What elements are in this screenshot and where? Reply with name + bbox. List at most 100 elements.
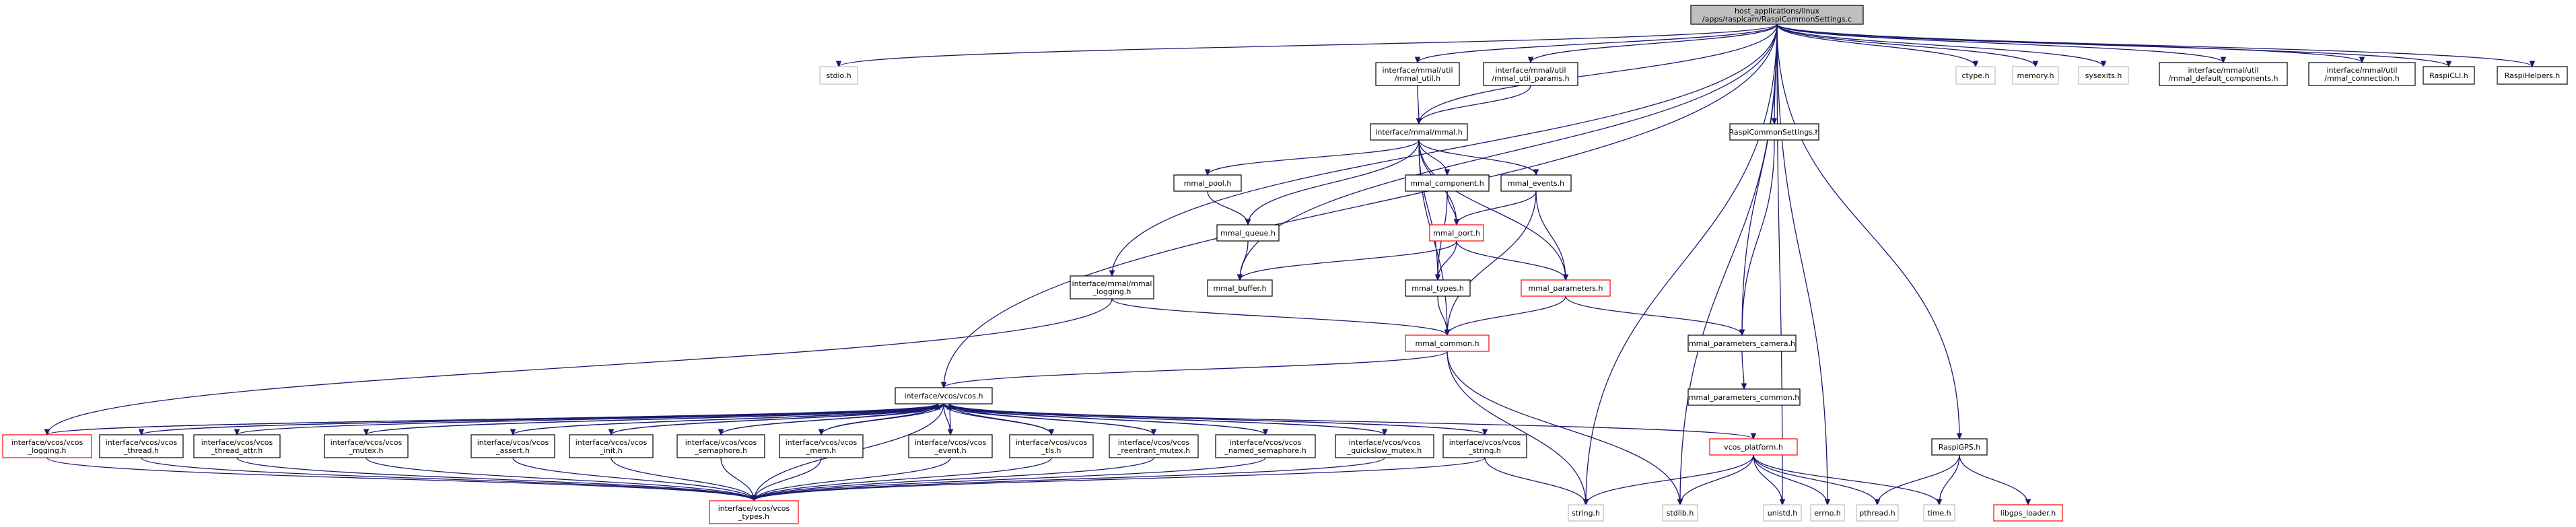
node-vcos-platform[interactable]: vcos_platform.h (1709, 438, 1798, 456)
edge-raspicommonsettings_h-to-mmal_parameters_camera (1739, 139, 1775, 337)
edge-line (943, 403, 1754, 440)
node-box (1521, 279, 1611, 297)
node-raspicli[interactable]: RaspiCLI.h (2423, 66, 2475, 85)
node-mmal-component[interactable]: mmal_component.h (1405, 174, 1490, 192)
node-mmal-parameters-camera[interactable]: mmal_parameters_camera.h (1687, 335, 1797, 352)
node-label-line: _string.h (1468, 446, 1501, 455)
node-vcos-assert[interactable]: interface/vcos/vcos_assert.h (471, 434, 555, 458)
node-mmal-default-components[interactable]: interface/mmal/util/mmal_default_compone… (2159, 62, 2288, 86)
edge-line (1447, 351, 1587, 505)
node-time[interactable]: time.h (1923, 504, 1955, 522)
node-mmal-parameters[interactable]: mmal_parameters.h (1521, 279, 1611, 297)
node-mmal[interactable]: interface/mmal/mmal.h (1370, 123, 1468, 141)
dependency-edges (44, 24, 2536, 506)
edge-arrowhead (1562, 274, 1569, 281)
edge-vcos_string-to-vcos (946, 402, 1486, 435)
edge-arrowhead (1741, 383, 1747, 390)
edge-arrowhead (940, 382, 947, 389)
node-libgps-loader[interactable]: libgps_loader.h (1993, 504, 2063, 522)
node-string[interactable]: string.h (1568, 504, 1604, 522)
node-label-line: _reentrant_mutex.h (1117, 446, 1190, 455)
node-mmal-logging[interactable]: interface/mmal/mmal_logging.h (1070, 275, 1154, 300)
node-vcos-tls[interactable]: interface/vcos/vcos_tls.h (1009, 434, 1094, 458)
edge-mmal_events-to-mmal_common (1444, 190, 1537, 337)
node-label-line: _logging.h (1092, 287, 1132, 296)
node-mmal-pool[interactable]: mmal_pool.h (1173, 174, 1242, 192)
node-label-line: interface/vcos/vcos (915, 438, 987, 447)
edge-mmal_logging-to-vcos_logging (44, 298, 1113, 436)
edge-vcos_thread_attr-to-vcos_types (236, 457, 757, 502)
node-label-line: _thread.h (123, 446, 159, 455)
edge-root-to-unistd (1776, 24, 1786, 506)
node-label-line: mmal_parameters.h (1529, 284, 1603, 293)
edge-root-to-mmal_default_components (1776, 24, 2227, 64)
node-vcos-thread-attr[interactable]: interface/vcos/vcos_thread_attr.h (193, 434, 281, 458)
edge-arrowhead (1434, 274, 1441, 281)
node-mmal-parameters-common[interactable]: mmal_parameters_common.h (1687, 388, 1801, 406)
node-errno[interactable]: errno.h (1810, 504, 1845, 522)
edge-line (753, 457, 951, 501)
node-vcos-event[interactable]: interface/vcos/vcos_event.h (908, 434, 993, 458)
node-label-line: host_applications/linux (1735, 7, 1819, 15)
node-raspigps[interactable]: RaspiGPS.h (1931, 438, 1988, 456)
node-label-line: RaspiHelpers.h (2505, 71, 2561, 80)
node-label-line: _types.h (738, 512, 769, 521)
node-box (1215, 434, 1316, 458)
node-vcos-named-semaphore[interactable]: interface/vcos/vcos_named_semaphore.h (1215, 434, 1316, 458)
edge-line (1776, 24, 1783, 505)
edge-line (753, 457, 1266, 501)
node-mmal-port[interactable]: mmal_port.h (1429, 224, 1484, 242)
edge-arrowhead (1416, 118, 1422, 125)
node-mmal-events[interactable]: mmal_events.h (1500, 174, 1572, 192)
edge-arrowhead (510, 429, 516, 436)
node-sysexits[interactable]: sysexits.h (2078, 66, 2129, 85)
node-pthread[interactable]: pthread.h (1856, 504, 1899, 522)
edge-arrowhead (1109, 270, 1115, 277)
node-stdlib[interactable]: stdlib.h (1662, 504, 1698, 522)
node-mmal-common[interactable]: mmal_common.h (1405, 335, 1490, 352)
node-vcos-reentrant-mutex[interactable]: interface/vcos/vcos_reentrant_mutex.h (1109, 434, 1199, 458)
node-mmal-types[interactable]: mmal_types.h (1405, 279, 1471, 297)
edge-arrowhead (718, 429, 724, 436)
node-label-line: interface/vcos/vcos (1230, 438, 1302, 447)
edge-line (1585, 24, 1778, 505)
node-vcos[interactable]: interface/vcos/vcos.h (895, 387, 993, 405)
node-vcos-thread[interactable]: interface/vcos/vcos_thread.h (99, 434, 184, 458)
node-vcos-mutex[interactable]: interface/vcos/vcos_mutex.h (324, 434, 409, 458)
edge-arrowhead (234, 429, 240, 436)
node-box (1070, 275, 1154, 300)
node-mmal-util-params[interactable]: interface/mmal/util/mmal_util_params.h (1483, 62, 1578, 86)
node-raspicommonsettings-h[interactable]: RaspiCommonSettings.h (1729, 123, 1820, 141)
node-unistd[interactable]: unistd.h (1763, 504, 1802, 522)
node-vcos-init[interactable]: interface/vcos/vcos_init.h (569, 434, 654, 458)
edge-line (365, 457, 755, 501)
node-mmal-connection[interactable]: interface/mmal/util/mmal_connection.h (2308, 62, 2416, 86)
node-stdio[interactable]: stdio.h (819, 66, 858, 85)
edge-mmal_pool-to-mmal_queue (1207, 190, 1251, 226)
edge-root-to-vcos (940, 24, 1778, 389)
edge-arrowhead (1150, 429, 1157, 436)
node-vcos-mem[interactable]: interface/vcos/vcos_mem.h (779, 434, 864, 458)
node-label-line: ctype.h (1961, 71, 1989, 80)
node-label-line: mmal_port.h (1433, 229, 1480, 238)
node-label-line: memory.h (2017, 71, 2054, 80)
node-vcos-semaphore[interactable]: interface/vcos/vcos_semaphore.h (676, 434, 765, 458)
edge-line (753, 457, 1486, 501)
node-mmal-queue[interactable]: mmal_queue.h (1216, 224, 1280, 242)
edge-line (365, 403, 938, 435)
edge-line (512, 457, 755, 501)
node-memory[interactable]: memory.h (2012, 66, 2059, 85)
node-vcos-types[interactable]: interface/vcos/vcos_types.h (709, 500, 799, 524)
node-vcos-logging[interactable]: interface/vcos/vcos_logging.h (2, 434, 92, 458)
node-raspihelpers[interactable]: RaspiHelpers.h (2497, 66, 2568, 85)
edge-line (1418, 139, 1537, 176)
edge-mmal_parameters_camera-to-mmal_parameters_common (1741, 351, 1747, 390)
node-vcos-string[interactable]: interface/vcos/vcos_string.h (1442, 434, 1527, 458)
node-box (1763, 504, 1802, 522)
node-mmal-util[interactable]: interface/mmal/util/mmal_util.h (1375, 62, 1460, 86)
edge-vcos_platform-to-stdlib (1677, 454, 1754, 506)
node-ctype[interactable]: ctype.h (1955, 66, 1996, 85)
node-label-line: RaspiGPS.h (1939, 443, 1981, 452)
node-mmal-buffer[interactable]: mmal_buffer.h (1207, 279, 1273, 297)
node-vcos-quickslow-mutex[interactable]: interface/vcos/vcos_quickslow_mutex.h (1335, 434, 1434, 458)
